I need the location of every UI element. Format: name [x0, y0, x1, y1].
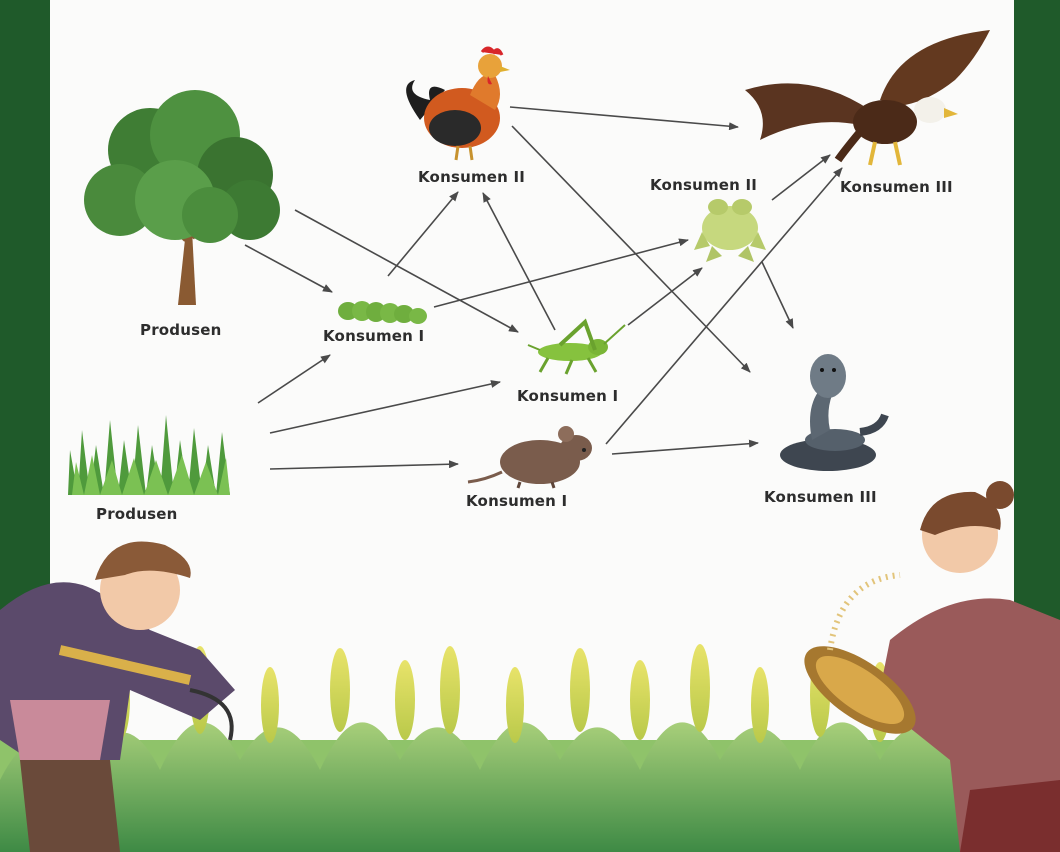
grass-icon [68, 415, 230, 495]
label-caterpillar-konsumen-i: Konsumen I [323, 327, 424, 345]
label-snake-konsumen-iii: Konsumen III [764, 488, 877, 506]
eagle-icon [745, 30, 990, 165]
label-eagle-konsumen-iii: Konsumen III [840, 178, 953, 196]
arrow-grasshopper-to-chicken [483, 193, 555, 330]
label-grass-produsen: Produsen [96, 505, 178, 523]
arrow-frog-to-snake [762, 262, 793, 328]
label-mouse-konsumen-i: Konsumen I [466, 492, 567, 510]
chicken-icon [406, 48, 510, 160]
arrow-tree-to-caterpillar [245, 245, 332, 292]
arrow-caterpillar-to-frog [434, 240, 688, 307]
arrow-mouse-to-snake [612, 443, 758, 454]
arrow-chicken-to-eagle [510, 107, 738, 127]
arrow-caterpillar-to-chicken [388, 192, 458, 276]
label-frog-konsumen-ii: Konsumen II [650, 176, 757, 194]
label-tree-produsen: Produsen [140, 321, 222, 339]
arrow-grass-to-caterpillar [258, 355, 330, 403]
snake-icon [780, 354, 885, 471]
arrow-grass-to-grasshopper [270, 382, 500, 433]
mouse-icon [468, 426, 592, 488]
food-web-arrows [245, 107, 842, 469]
caterpillar-icon [338, 301, 427, 324]
grasshopper-icon [528, 322, 625, 374]
label-chicken-konsumen-ii: Konsumen II [418, 168, 525, 186]
arrow-grass-to-mouse [270, 464, 458, 469]
tree-icon [84, 90, 280, 305]
arrow-grasshopper-to-frog [628, 268, 702, 325]
frog-icon [694, 199, 766, 262]
label-grasshopper-konsumen-i: Konsumen I [517, 387, 618, 405]
